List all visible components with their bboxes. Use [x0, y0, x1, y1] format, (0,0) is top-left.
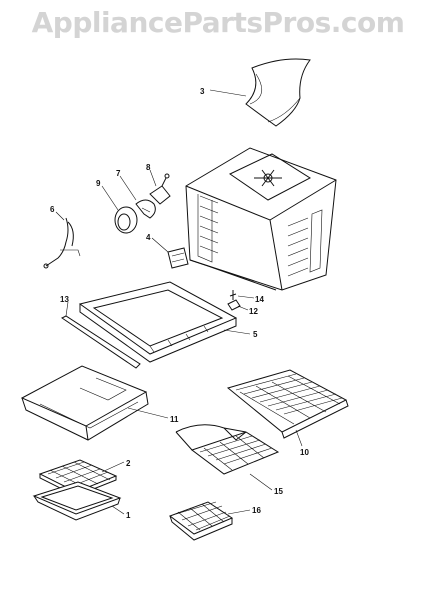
part-3-cover-panel[interactable]	[245, 58, 311, 127]
callout-5: 5	[253, 330, 258, 339]
part-9-lamp-lens[interactable]	[114, 206, 138, 234]
part-12-clip[interactable]	[227, 299, 241, 311]
callout-16: 16	[252, 506, 261, 515]
part-10-oven-rack[interactable]	[226, 369, 349, 439]
callout-3: 3	[200, 87, 205, 96]
callout-8: 8	[146, 163, 151, 172]
part-5-bottom-panel[interactable]	[78, 281, 238, 363]
callout-1: 1	[126, 511, 131, 520]
callout-12: 12	[249, 307, 258, 316]
part-16-small-rack[interactable]	[168, 501, 234, 541]
callout-4: 4	[146, 233, 151, 242]
callout-13: 13	[60, 295, 69, 304]
part-14-screw[interactable]	[229, 290, 237, 300]
leader-lines	[55, 89, 303, 515]
part-8-socket[interactable]	[149, 173, 171, 205]
callout-15: 15	[274, 487, 283, 496]
watermark-text: AppliancePartsPros.com	[31, 6, 405, 39]
part-4-bracket[interactable]	[167, 247, 189, 269]
callout-6: 6	[50, 205, 55, 214]
callout-10: 10	[300, 448, 309, 457]
part-7-bulb[interactable]	[135, 199, 156, 219]
part-11-tray[interactable]	[20, 365, 149, 441]
part-15-half-rack[interactable]	[175, 424, 280, 475]
part-1-broiler-pan[interactable]	[32, 481, 122, 521]
callout-11: 11	[170, 415, 179, 424]
callout-2: 2	[126, 459, 131, 468]
callout-7: 7	[116, 169, 121, 178]
callout-9: 9	[96, 179, 101, 188]
part-6-wire-probe[interactable]	[43, 217, 81, 269]
oven-cavity[interactable]	[185, 147, 337, 291]
callout-14: 14	[255, 295, 264, 304]
part-13-trim-strip[interactable]	[61, 315, 141, 369]
